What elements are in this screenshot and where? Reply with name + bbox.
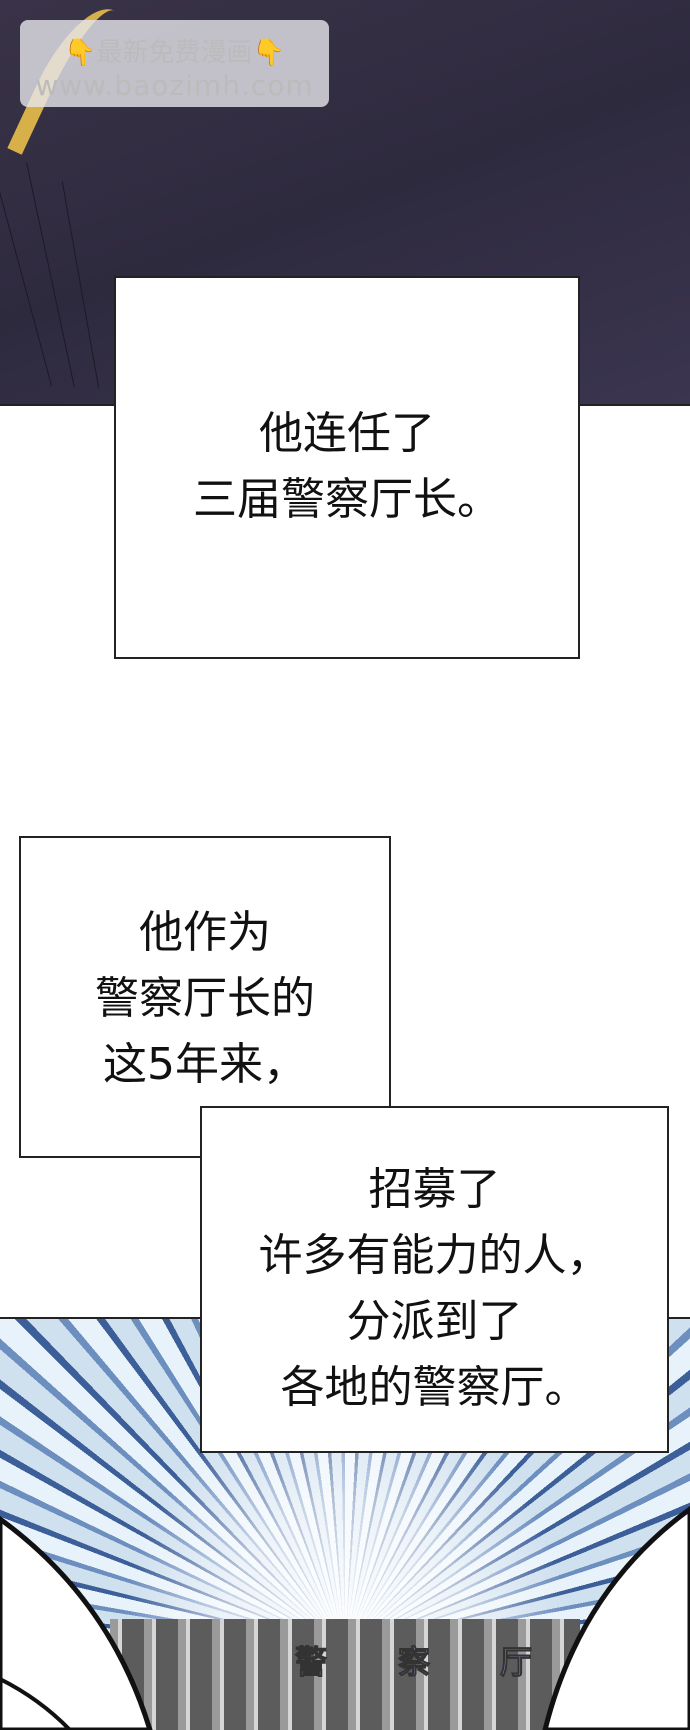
caption-line: 这5年来， (103, 1039, 307, 1090)
pointing-down-hand-icon: 👇 (252, 38, 285, 68)
frame-arc-right (542, 1505, 690, 1730)
caption-line: 三届警察厅长。 (193, 474, 501, 525)
caption-line: 分派到了 (346, 1296, 523, 1347)
caption-line: 他连任了 (259, 408, 435, 459)
building-sign-char: 警 (294, 1643, 328, 1682)
pointing-down-hand-icon: 👇 (64, 38, 97, 68)
frame-arcs (0, 1505, 690, 1730)
caption-1: 他连任了 三届警察厅长。 (114, 401, 580, 533)
caption-2: 他作为 警察厅长的 这5年来， (20, 900, 390, 1098)
frame-arc-bottom-left (0, 1677, 72, 1730)
watermark-title: 最新免费漫画 (96, 38, 253, 68)
caption-line: 招募了 (368, 1164, 501, 1215)
caption-box-1 (114, 276, 580, 659)
building-sign-char: 察 (397, 1643, 431, 1682)
police-building (110, 1619, 580, 1730)
frame-arc-left (0, 1515, 153, 1730)
caption-line: 警察厅长的 (95, 973, 315, 1024)
watermark-url: www.baozimh.com (35, 69, 314, 102)
caption-line: 许多有能力的人， (258, 1230, 611, 1281)
caption-line: 他作为 (139, 907, 271, 958)
caption-3: 招募了 许多有能力的人， 分派到了 各地的警察厅。 (201, 1157, 668, 1421)
caption-box-3 (200, 1106, 669, 1453)
building-sign-char: 厅 (499, 1643, 533, 1682)
caption-line: 各地的警察厅。 (280, 1362, 589, 1413)
watermark: 👇最新免费漫画👇 www.baozimh.com (20, 20, 329, 107)
